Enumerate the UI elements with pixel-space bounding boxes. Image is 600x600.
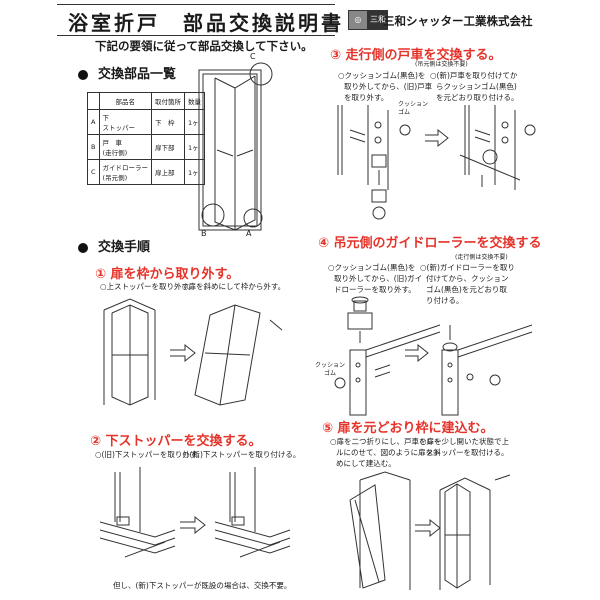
- company-logo-icon: ◎: [348, 10, 368, 30]
- step5-note-right: ○扉を少し開いた状態で上 ストッパーを取付ける。: [420, 437, 510, 457]
- step5-note-left: ○扉を二つ折りにし、戸車をレー ルにのせて、図のように扉を斜 めにして建込む。: [330, 437, 442, 468]
- step3-illustration: [337, 105, 536, 220]
- company-logo-mark: 三和: [368, 10, 388, 30]
- step5-illustration: [349, 471, 511, 590]
- column-header: [87, 92, 100, 110]
- step2-title: ② 下ストッパーを交換する。: [90, 434, 262, 449]
- label-b: B: [201, 229, 207, 238]
- part-location: 扉下部: [151, 134, 186, 160]
- step2-note-right: ○(新)下ストッパーを取り付ける。: [183, 450, 301, 459]
- step4-subnote: (走行側は交換不要): [455, 254, 508, 261]
- part-name: ガイドローラー(吊元側): [98, 159, 153, 185]
- step5-title: ⑤ 扉を元どおり枠に建込む。: [322, 421, 494, 436]
- step4-title: ④ 吊元側のガイドローラーを交換する: [318, 236, 542, 251]
- intro-text: 下記の要領に従って部品交換して下さい。: [95, 39, 313, 53]
- step2-illustration: [99, 467, 291, 558]
- bullet-icon: [78, 69, 88, 80]
- part-location: 扉上部: [151, 159, 186, 185]
- parts-list-heading: 交換部品一覧: [78, 63, 176, 82]
- column-header: 取付箇所: [151, 92, 186, 110]
- step1-illustration: [103, 298, 283, 406]
- parts-table: 部品名 取付箇所 数量 A 下ストッパー 下 枠 1ヶ B 戸 車(走行側) 扉…: [87, 92, 206, 185]
- step3-subnote: (吊元側は交換不要): [415, 61, 468, 68]
- step1-note-left: ○上ストッパーを取り外す。: [100, 282, 196, 291]
- step1-title: ① 扉を枠から取り外す。: [95, 267, 240, 282]
- part-location: 下 枠: [151, 109, 186, 135]
- part-id: B: [87, 134, 100, 160]
- table-row: A 下ストッパー 下 枠 1ヶ: [87, 109, 206, 135]
- part-id: C: [87, 159, 100, 185]
- column-header: 部品名: [98, 92, 153, 110]
- step4-note-right: ○(新)ガイドローラーを取り 付けてから、クッション ゴム(黒色)を元どおり取 …: [420, 263, 515, 305]
- table-header-row: 部品名 取付箇所 数量: [87, 92, 206, 110]
- label-c: C: [250, 52, 256, 61]
- part-name: 戸 車(走行側): [98, 134, 153, 160]
- company-name: 三和シャッター工業株式会社: [383, 14, 533, 28]
- part-name: 下ストッパー: [98, 109, 153, 135]
- table-row: B 戸 車(走行側) 扉下部 1ヶ: [87, 134, 206, 160]
- title-frame: [57, 4, 335, 36]
- step3-title: ③ 走行側の戸車を交換する。: [330, 48, 502, 63]
- table-row: C ガイドローラー(吊元側) 扉上部 1ヶ: [87, 159, 206, 185]
- step3-note-left: ○クッションゴム(黒色)を 取り外してから、(旧)戸車 を取り外す。: [338, 71, 433, 102]
- door-overview-illustration: [198, 62, 273, 231]
- step2-note-left: ○(旧)下ストッパーを取り外す。: [95, 450, 205, 459]
- step3-callout: クッションゴム: [398, 101, 429, 116]
- step1-note-right: ○扉を斜めにして枠から外す。: [182, 282, 286, 291]
- column-header: 数量: [184, 92, 206, 110]
- procedure-heading: 交換手順: [78, 236, 150, 255]
- part-qty: 1ヶ: [184, 159, 206, 185]
- step4-note-left: ○クッションゴム(黒色)を 取り外してから、(旧)ガイ ドローラーを取り外す。: [328, 263, 423, 294]
- step2-footnote: 但し、(新)下ストッパーが既設の場合は、交換不要。: [113, 581, 292, 590]
- step4-callout: クッションゴム: [315, 362, 346, 377]
- bullet-icon: [78, 242, 88, 253]
- step4-illustration: [334, 296, 533, 416]
- step3-note-right: ○(新)戸車を取り付けてか らクッションゴム(黒色) を元どおり取り付ける。: [430, 71, 519, 102]
- part-id: A: [87, 109, 100, 135]
- page-title: 浴室折戸 部品交換説明書: [68, 11, 344, 35]
- label-a: A: [246, 229, 252, 238]
